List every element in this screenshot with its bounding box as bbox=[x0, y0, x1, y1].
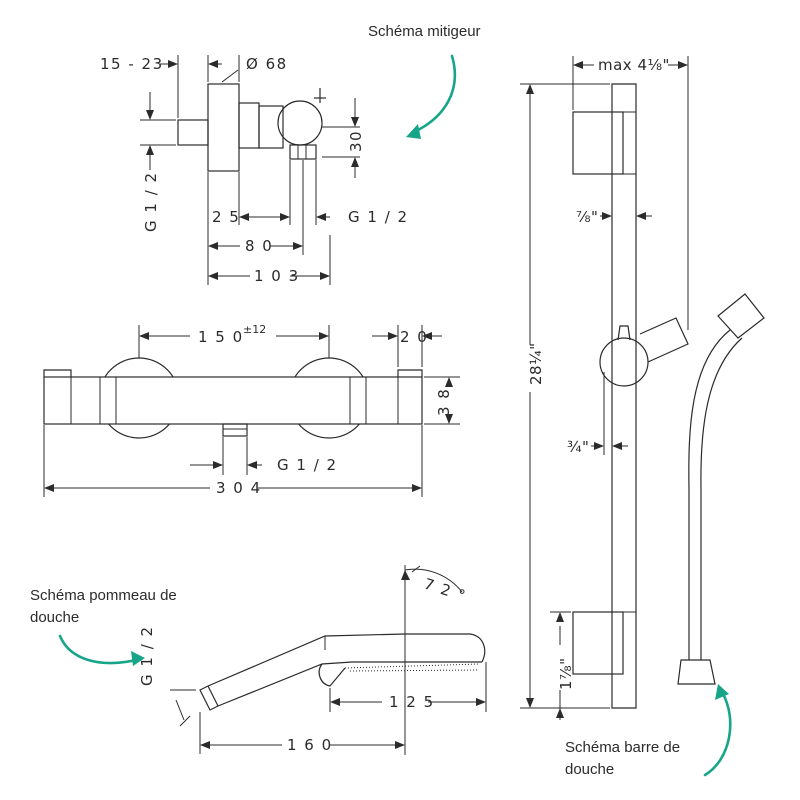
shower-bar: max 4⅛" ⅞" ¾" 28¼" 1⅞" bbox=[520, 56, 765, 720]
arrow-shower-bar-icon bbox=[703, 684, 732, 777]
dim-height: 30 bbox=[347, 130, 365, 152]
caption-hand-shower-1: Schéma pommeau de bbox=[30, 587, 177, 604]
dim-bar-length: 28¼" bbox=[527, 342, 545, 385]
caption-shower-bar-1: Schéma barre de bbox=[565, 739, 680, 756]
dim-offset: 15 - 23 bbox=[100, 55, 164, 73]
dim-hand-thread: G 1 / 2 bbox=[138, 625, 156, 686]
dim-spacing-tolerance: ±12 bbox=[243, 323, 266, 336]
dim-38: 3 8 bbox=[435, 388, 453, 416]
dim-80: 8 0 bbox=[245, 237, 273, 255]
hand-shower: 7 2 ° G 1 / 2 1 2 5 1 6 0 bbox=[138, 565, 487, 755]
dim-bar-bottom: 1⅞" bbox=[557, 658, 575, 690]
caption-hand-shower-2: douche bbox=[30, 609, 79, 626]
mixer-side-view: 15 - 23 Ø 68 30 G 1 / 2 2 5 G 1 / 2 8 0 bbox=[100, 55, 409, 285]
arrow-hand-shower-icon bbox=[58, 634, 145, 666]
caption-shower-bar-2: douche bbox=[565, 761, 614, 778]
mixer-front-view: 1 5 0 ±12 2 0 3 8 G 1 / 2 3 0 4 bbox=[43, 323, 460, 497]
dim-125: 1 2 5 bbox=[389, 693, 435, 711]
dim-thread-left: G 1 / 2 bbox=[142, 171, 160, 232]
dim-diameter: Ø 68 bbox=[246, 55, 288, 73]
dim-thread-right: G 1 / 2 bbox=[348, 208, 409, 226]
dim-20: 2 0 bbox=[400, 328, 428, 346]
dim-spacing: 1 5 0 bbox=[198, 328, 244, 346]
dim-bar-max: max 4⅛" bbox=[598, 56, 670, 74]
dim-width: 3 0 4 bbox=[216, 479, 262, 497]
dim-25: 2 5 bbox=[212, 208, 240, 226]
caption-mixer: Schéma mitigeur bbox=[368, 23, 481, 40]
dim-bar-tube: ⅞" bbox=[576, 208, 598, 226]
dim-160: 1 6 0 bbox=[287, 736, 333, 754]
dim-angle: 7 2 ° bbox=[422, 575, 469, 606]
dimension-arrowheads bbox=[44, 60, 688, 749]
dim-103: 1 0 3 bbox=[254, 267, 300, 285]
dim-thread-bottom: G 1 / 2 bbox=[277, 456, 338, 474]
arrow-mixer-icon bbox=[406, 54, 457, 139]
dim-bar-offset: ¾" bbox=[567, 438, 589, 456]
